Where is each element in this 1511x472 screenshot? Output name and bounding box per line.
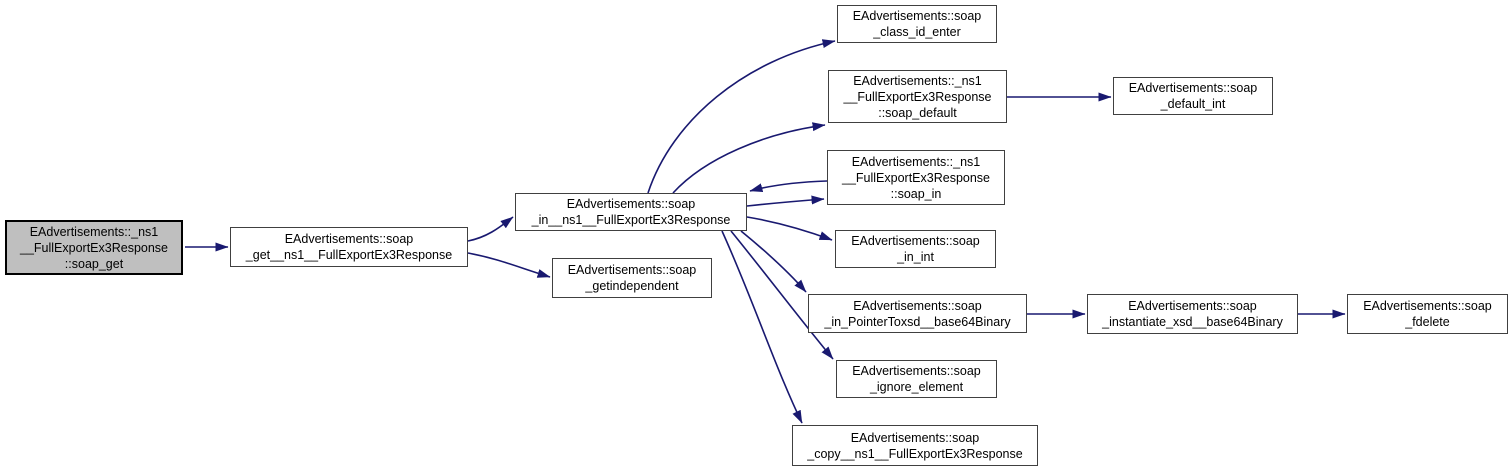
edge-in-to-copy	[721, 230, 803, 424]
node-label-line: _default_int	[1160, 97, 1226, 111]
node-label-line: EAdvertisements::soap	[1363, 299, 1492, 313]
node-soap-in-ns1[interactable]: EAdvertisements::soap _in__ns1__FullExpo…	[515, 193, 747, 231]
node-label-line: _get__ns1__FullExportEx3Response	[245, 248, 453, 262]
edge-in-to-classidenter	[647, 39, 836, 194]
node-label-line: __FullExportEx3Response	[20, 240, 168, 255]
node-soap-copy-ns1[interactable]: EAdvertisements::soap _copy__ns1__FullEx…	[792, 425, 1038, 466]
node-soap-get-member: EAdvertisements::_ns1 __FullExportEx3Res…	[5, 220, 183, 275]
node-label-line: _in_int	[897, 250, 934, 264]
node-label-line: ::soap_in	[890, 186, 942, 201]
node-soap-in-int[interactable]: EAdvertisements::soap _in_int	[835, 230, 996, 268]
node-label-line: EAdvertisements::_ns1	[851, 154, 981, 169]
node-label-line: ::soap_get	[64, 256, 124, 271]
edge-in-to-inint	[746, 216, 833, 241]
node-soap-in-pointertoxsd-base64binary[interactable]: EAdvertisements::soap _in_PointerToxsd__…	[808, 294, 1027, 333]
edge-in-to-default	[672, 122, 826, 194]
node-label-line: EAdvertisements::soap	[1128, 81, 1258, 95]
edge-soapin-member-to-in	[749, 180, 828, 193]
node-soap-instantiate-xsd-base64binary[interactable]: EAdvertisements::soap _instantiate_xsd__…	[1087, 294, 1298, 334]
node-soap-default-member[interactable]: EAdvertisements::_ns1 __FullExportEx3Res…	[828, 70, 1007, 123]
edge-get-to-in	[467, 216, 514, 242]
node-label-line: EAdvertisements::soap	[566, 197, 696, 211]
node-label-line: EAdvertisements::soap	[852, 364, 981, 378]
node-label-line: __FullExportEx3Response	[843, 89, 992, 104]
edge-in-to-soapin-member	[746, 195, 825, 207]
node-soap-in-member[interactable]: EAdvertisements::_ns1 __FullExportEx3Res…	[827, 150, 1005, 205]
node-label-line: _fdelete	[1405, 315, 1450, 329]
node-label-line: EAdvertisements::soap	[1128, 299, 1257, 313]
node-label-line: EAdvertisements::soap	[853, 298, 982, 313]
node-label-line: _in__ns1__FullExportEx3Response	[531, 213, 731, 227]
node-label-line: __FullExportEx3Response	[842, 170, 990, 185]
node-label-line: EAdvertisements::_ns1	[29, 224, 159, 239]
node-label-line: EAdvertisements::soap	[851, 234, 980, 248]
node-label-line: EAdvertisements::soap	[850, 430, 980, 445]
node-soap-getindependent[interactable]: EAdvertisements::soap _getindependent	[552, 258, 712, 298]
node-label-line: _copy__ns1__FullExportEx3Response	[807, 446, 1023, 461]
node-label-line: ::soap_default	[878, 105, 957, 120]
node-soap-ignore-element[interactable]: EAdvertisements::soap _ignore_element	[836, 360, 997, 398]
edge-in-to-inpointer	[740, 230, 807, 293]
node-label-line: _getindependent	[585, 279, 679, 293]
node-soap-default-int[interactable]: EAdvertisements::soap _default_int	[1113, 77, 1273, 115]
node-label-line: _in_PointerToxsd__base64Binary	[824, 314, 1011, 329]
node-soap-fdelete[interactable]: EAdvertisements::soap _fdelete	[1347, 294, 1508, 334]
node-soap-class-id-enter[interactable]: EAdvertisements::soap _class_id_enter	[837, 5, 997, 43]
node-label-line: _class_id_enter	[873, 25, 961, 39]
node-label-line: _instantiate_xsd__base64Binary	[1102, 315, 1283, 329]
node-label-line: EAdvertisements::soap	[852, 9, 982, 23]
node-label-line: EAdvertisements::soap	[284, 232, 414, 246]
edge-get-to-getindependent	[467, 252, 551, 278]
node-label-line: EAdvertisements::_ns1	[853, 73, 982, 88]
node-label-line: EAdvertisements::soap	[567, 263, 697, 277]
node-soap-get-ns1[interactable]: EAdvertisements::soap _get__ns1__FullExp…	[230, 227, 468, 267]
node-label-line: _ignore_element	[869, 380, 964, 394]
